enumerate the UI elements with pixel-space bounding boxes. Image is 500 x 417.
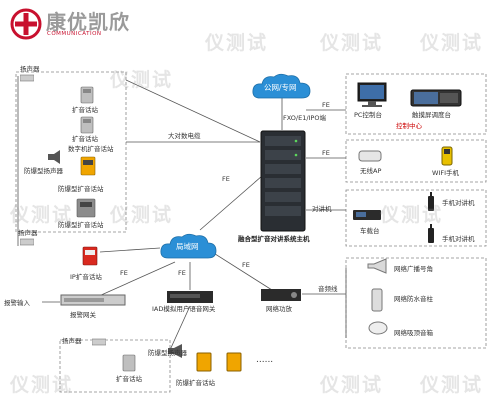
left-phone-station-1-label: 扩音话站 <box>72 106 98 114</box>
wireless-ap-icon <box>358 150 382 162</box>
cloud-public-label: 公网/专网 <box>264 83 297 92</box>
network-horn-icon <box>367 258 387 274</box>
network-amp-icon <box>261 289 301 301</box>
touch-dispatch-icon <box>410 89 462 107</box>
more-devices-ellipsis: ...... <box>256 355 274 365</box>
wifi-box <box>345 139 487 183</box>
explosion-station-icon-1 <box>80 156 96 176</box>
vehicle-radio-label: 车载台 <box>360 227 380 235</box>
fe-label-alarm: FE <box>120 269 128 277</box>
wifi-phone-icon <box>441 146 453 166</box>
network-horn-label: 网络广播号角 <box>394 265 433 273</box>
relay-label: 对讲机 <box>312 205 332 213</box>
phone-station-2-icon <box>80 116 94 134</box>
pc-console-icon <box>357 82 387 107</box>
line-left-to-host-top <box>125 79 261 143</box>
line-lan-to-amp <box>211 251 273 291</box>
left-panel-box <box>15 71 127 233</box>
alarm-gateway-icon <box>60 294 126 306</box>
speaker-bottom-label: 扬声器 <box>62 337 82 345</box>
touch-dispatch-label: 触摸屏调度台 <box>412 111 451 119</box>
speaker-mid-label: 扬声器 <box>18 229 38 237</box>
network-waterproof-label: 网络防水音柱 <box>394 295 433 303</box>
brand-logo-icon <box>10 8 42 40</box>
speaker-mid-icon <box>20 238 34 246</box>
explosion-speaker-bottom-icon <box>168 344 182 358</box>
handheld-1-label: 手机对讲机 <box>442 199 475 207</box>
interfaces-label: FXO/E1/IPO端 <box>283 114 326 122</box>
fe-label-wifi: FE <box>322 149 330 157</box>
phone-station-1-icon <box>80 86 94 104</box>
left-speaker-top-label: 扬声器 <box>20 65 40 73</box>
alarm-gateway-label: 报警网关 <box>70 311 96 319</box>
pc-box <box>345 73 487 135</box>
left-explosion-speaker-label: 防爆型扬声器 <box>24 167 63 175</box>
explosion-station-bottom-icon-2 <box>226 352 242 372</box>
network-amp-label: 网络功放 <box>266 305 292 313</box>
iad-gateway-label: IAD模拟用户语音网关 <box>152 305 216 313</box>
bigcable-label: 大对数电缆 <box>168 132 201 140</box>
left-explosion-station-1-label: 防爆型扩音话站 <box>58 185 104 193</box>
speaker-bottom-icon <box>92 338 106 346</box>
fe-label-amp: FE <box>242 261 250 269</box>
line-host-to-lan <box>199 175 263 231</box>
iad-gateway-icon <box>167 291 213 303</box>
speaker-top-icon <box>20 74 34 82</box>
pc-console-label: PC控制台 <box>354 111 382 119</box>
radio-box <box>345 189 487 247</box>
explosion-station-icon-2 <box>76 198 96 218</box>
cloud-lan-icon <box>160 233 217 259</box>
dispatch-center-label: 控制中心 <box>396 122 422 130</box>
left-digital-station-label: 数字机扩音话站 <box>68 145 114 153</box>
cloud-public-icon <box>252 73 311 99</box>
line-lan-to-alarm-gw <box>89 261 176 301</box>
line-lan-to-ip-station <box>99 247 161 253</box>
wireless-ap-label: 无线AP <box>360 167 382 175</box>
left-phone-station-2-label: 扩音话站 <box>72 135 98 143</box>
brand-tagline: COMMUNICATION <box>47 31 102 37</box>
left-explosion-station-2-label: 防爆型扩音话站 <box>58 221 104 229</box>
bottom-panel-box <box>59 339 171 393</box>
fe-label-pc: FE <box>322 101 330 109</box>
network-ceiling-label: 网络吸顶音箱 <box>394 329 433 337</box>
handheld-radio-2-icon <box>428 224 434 243</box>
fe-label-lan: FE <box>222 175 230 183</box>
network-ceiling-icon <box>368 321 388 335</box>
fe-label-iad: FE <box>178 269 186 277</box>
explosion-speaker-bottom-label: 防爆型扬声器 <box>148 349 187 357</box>
network-waterproof-icon <box>371 288 383 312</box>
handheld-radio-1-icon <box>428 192 434 211</box>
handheld-2-label: 手机对讲机 <box>442 235 475 243</box>
core-host-rack-icon <box>260 130 306 232</box>
vehicle-radio-icon <box>353 210 381 220</box>
phone-station-bottom-label: 扩音话站 <box>116 375 142 383</box>
explosion-speaker-icon <box>48 150 60 164</box>
alarm-input-label: 报警输入 <box>4 299 30 307</box>
explosion-station-bottom-icon-1 <box>196 352 212 372</box>
core-host-label: 融合型扩音对讲系统主机 <box>238 235 310 243</box>
wifi-phone-label: WIFI手机 <box>432 169 459 177</box>
audio-line-label: 音频线 <box>318 285 338 293</box>
ip-station-icon <box>82 246 98 266</box>
brand-name: 康优凯欣 <box>46 10 130 34</box>
phone-station-bottom-icon <box>122 354 136 372</box>
explosion-station-bottom-label: 防爆扩音话站 <box>176 379 215 387</box>
ip-station-label: IP扩音话站 <box>70 273 102 281</box>
cloud-lan-label: 局域网 <box>176 242 199 251</box>
line-iad-to-bottom <box>169 305 191 351</box>
